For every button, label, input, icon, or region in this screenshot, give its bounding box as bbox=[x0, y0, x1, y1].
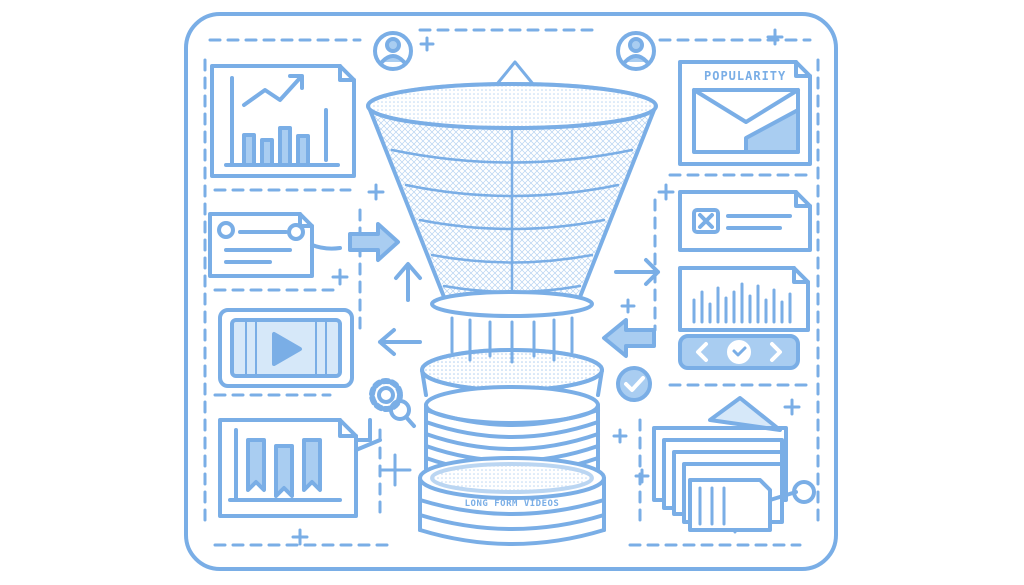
arrow-up-icon bbox=[394, 262, 422, 302]
carousel-controls-icon bbox=[678, 334, 800, 370]
user-icon bbox=[616, 31, 656, 71]
long-form-videos-label: LONG FORM VIDEOS bbox=[465, 499, 560, 509]
disc-stack-icon bbox=[418, 348, 606, 546]
arrow-up-icon bbox=[495, 60, 535, 86]
arrow-left-icon bbox=[378, 328, 422, 356]
dashed-decoration bbox=[203, 28, 820, 547]
bar-chart-icon bbox=[678, 266, 810, 332]
funnel-icon bbox=[366, 82, 658, 364]
gear-search-icon bbox=[354, 378, 416, 442]
user-icon bbox=[373, 31, 413, 71]
tag-card-icon bbox=[208, 212, 342, 278]
close-card-icon bbox=[678, 190, 812, 252]
checkmark-icon bbox=[616, 366, 652, 402]
folders-icon bbox=[652, 396, 816, 532]
outer-frame bbox=[184, 12, 838, 571]
email-icon bbox=[678, 60, 812, 166]
line-chart-icon bbox=[210, 64, 356, 178]
video-player-icon bbox=[218, 308, 354, 388]
arrow-right-icon bbox=[614, 258, 660, 286]
popularity-label: POPULARITY bbox=[704, 69, 786, 83]
ribbon-chart-icon bbox=[218, 418, 382, 518]
arrow-left-icon bbox=[602, 318, 656, 358]
arrow-right-icon bbox=[348, 222, 400, 262]
